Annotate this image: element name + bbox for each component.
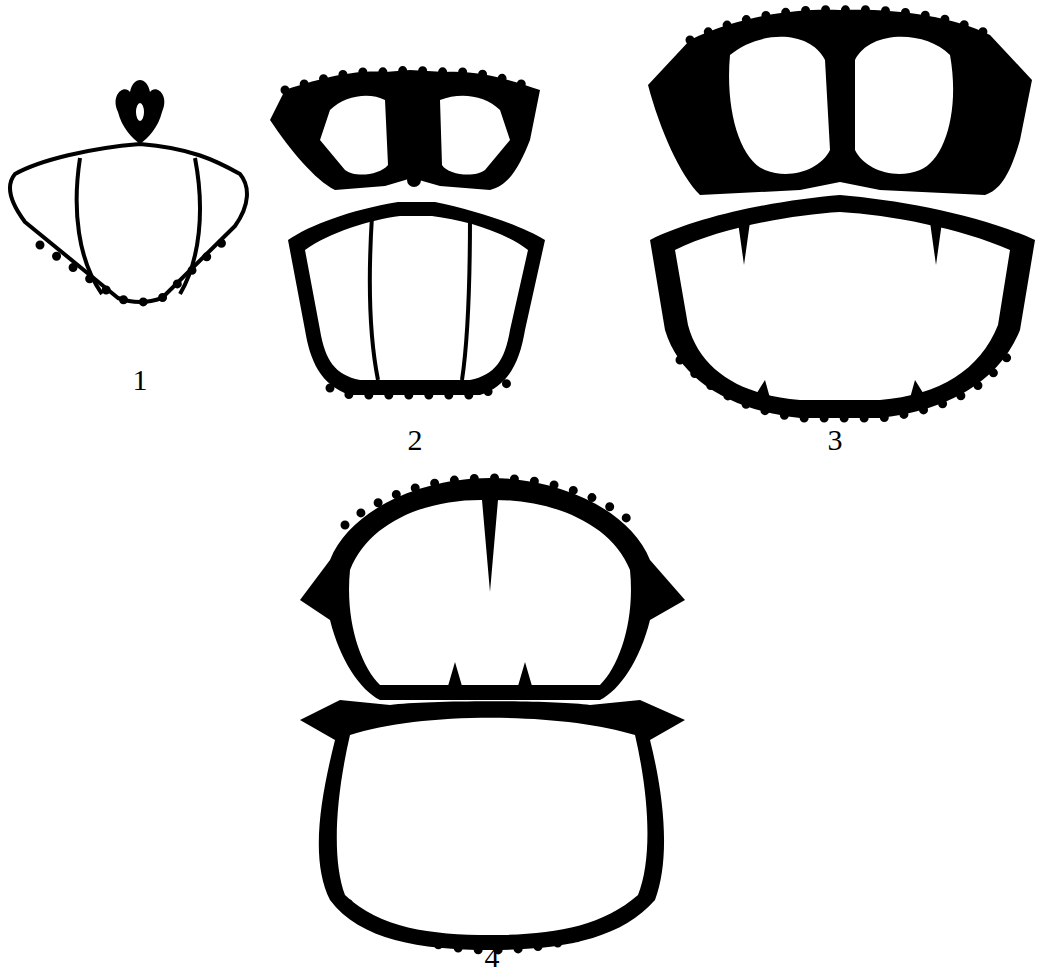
cephalon bbox=[270, 70, 540, 190]
body bbox=[288, 202, 545, 395]
figure-4 bbox=[300, 478, 685, 950]
edge-scallops bbox=[680, 350, 1012, 418]
body-outline bbox=[10, 144, 247, 302]
spine bbox=[738, 222, 942, 398]
cephalon bbox=[300, 478, 685, 700]
figure-3 bbox=[648, 10, 1035, 418]
edge-scallops bbox=[328, 870, 658, 950]
figure-number: 2 bbox=[408, 425, 423, 455]
figure-number: 1 bbox=[133, 365, 148, 395]
figure-2 bbox=[270, 70, 545, 395]
nub bbox=[407, 173, 421, 187]
cephalon bbox=[648, 10, 1032, 195]
inner-line bbox=[462, 216, 470, 380]
body bbox=[650, 195, 1035, 418]
cephalon bbox=[116, 80, 165, 144]
body bbox=[300, 700, 685, 950]
edge-scallops bbox=[40, 240, 225, 302]
median-spine bbox=[448, 500, 532, 686]
edge-scallops bbox=[330, 380, 515, 395]
inner-line bbox=[77, 158, 102, 294]
edge-scallops bbox=[690, 10, 990, 40]
nub bbox=[830, 162, 850, 182]
inner-line bbox=[370, 216, 378, 380]
edge-scallops bbox=[345, 478, 640, 530]
figure-number: 3 bbox=[828, 425, 843, 455]
figure-number: 4 bbox=[485, 942, 500, 972]
figure-1 bbox=[10, 80, 247, 302]
edge-scallops bbox=[285, 70, 540, 90]
